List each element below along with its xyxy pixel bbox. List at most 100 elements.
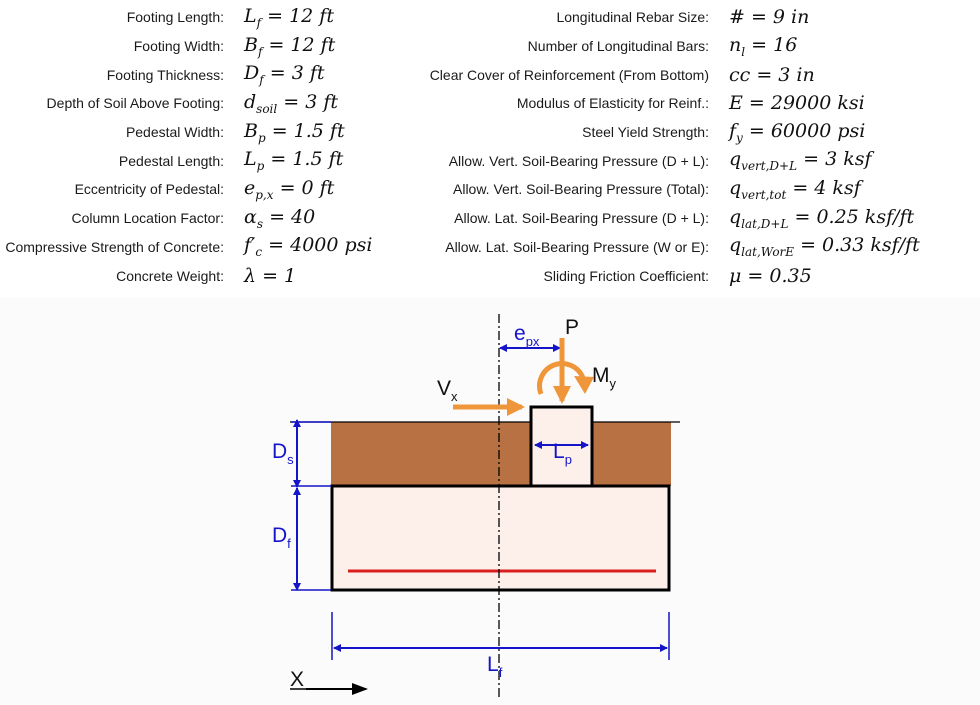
parameter-equation: qvert,D+L = 3 ksf — [729, 148, 872, 173]
parameter-value: = 1.5 ft — [271, 119, 345, 142]
parameter-subscript: l — [741, 44, 746, 59]
parameter-symbol: q — [729, 177, 742, 200]
parameter-equation: nl = 16 — [729, 34, 797, 59]
parameter-value: = 16 — [751, 33, 798, 56]
parameter-symbol: B — [244, 119, 258, 142]
parameter-equation: cc = 3 in — [729, 64, 815, 86]
parameter-subscript: p — [256, 159, 265, 174]
my-moment-arc — [537, 361, 586, 395]
lf-label: Lf — [487, 653, 503, 680]
parameter-value: = 1.5 ft — [270, 148, 344, 171]
parameter-subscript: s — [256, 216, 264, 231]
parameter-value: = 3 in — [756, 63, 815, 86]
parameter-symbol: E — [729, 92, 743, 115]
parameter-label: Allow. Lat. Soil-Bearing Pressure (W or … — [445, 238, 709, 255]
parameter-row-pedestal-length: Pedestal Length: Lp = 1.5 ft — [0, 146, 420, 175]
parameter-symbol: μ — [729, 264, 742, 287]
parameter-value: = 4 ksf — [792, 177, 861, 200]
footing-diagram: P Vx My epx Lp Ds Df Lf X — [0, 298, 980, 705]
parameter-label: Modulus of Elasticity for Reinf.: — [516, 95, 709, 112]
x-axis-label: X — [290, 668, 304, 691]
parameter-equation: qlat,D+L = 0.25 ksf/ft — [729, 206, 914, 231]
parameter-value: = 3 ksf — [803, 148, 872, 171]
parameter-subscript: f — [257, 44, 263, 59]
parameter-symbol: q — [729, 205, 742, 228]
parameter-row-footing-width: Footing Width:Bf = 12 ft — [0, 32, 420, 61]
parameter-row-pedestal-width: Pedestal Width: Bp = 1.5 ft — [0, 118, 420, 147]
parameter-subscript: vert,D+L — [741, 159, 798, 174]
parameter-value: = 60000 psi — [748, 119, 866, 142]
parameter-row-footing-thickness: Footing Thickness:Df = 3 ft — [0, 60, 420, 89]
parameter-subscript: soil — [256, 101, 278, 116]
footing-slab — [330, 484, 671, 592]
parameter-row-compressive-strength-of-concrete: Compressive Strength of Concrete:f′c = 4… — [0, 233, 420, 262]
parameter-row-steel-yield-strength: Steel Yield Strength: fy = 60000 psi — [418, 118, 980, 147]
parameter-row-allow-vert-soil-bearing-pressure-d-l: Allow. Vert. Soil-Bearing Pressure (D + … — [418, 146, 980, 175]
parameter-label: Pedestal Width: — [125, 124, 224, 141]
parameter-equation: qlat,WorE = 0.33 ksf/ft — [729, 234, 920, 259]
parameter-symbol: q — [729, 148, 742, 171]
parameter-equation: λ = 1 — [244, 265, 296, 287]
parameter-subscript: p — [257, 130, 266, 145]
parameter-row-allow-vert-soil-bearing-pressure-total: Allow. Vert. Soil-Bearing Pressure (Tota… — [418, 175, 980, 204]
parameter-symbol: n — [729, 33, 742, 56]
parameter-symbol: λ — [244, 264, 257, 287]
parameter-label: Eccentricity of Pedestal: — [74, 181, 224, 198]
parameter-equation: dsoil = 3 ft — [244, 91, 338, 116]
parameter-row-sliding-friction-coefficient: Sliding Friction Coefficient: μ = 0.35 — [418, 261, 980, 290]
parameter-label: Pedestal Length: — [118, 152, 224, 169]
parameter-label: Steel Yield Strength: — [582, 124, 709, 141]
parameter-equation: Bf = 12 ft — [244, 34, 335, 59]
parameter-value: = 0.33 ksf/ft — [800, 234, 920, 257]
parameter-symbol: f — [729, 119, 737, 142]
parameter-subscript: p,x — [255, 187, 274, 202]
parameter-subscript: f — [256, 15, 262, 30]
parameter-equation: ep,x = 0 ft — [244, 177, 334, 202]
parameter-value: = 40 — [269, 205, 316, 228]
parameter-row-allow-lat-soil-bearing-pressure-d-l: Allow. Lat. Soil-Bearing Pressure (D + L… — [418, 204, 980, 233]
parameter-value: = 0.25 ksf/ft — [794, 205, 915, 228]
parameter-row-longitudinal-rebar-size: Longitudinal Rebar Size:# = 9 in — [418, 3, 980, 32]
parameter-equation: αs = 40 — [244, 206, 315, 231]
parameter-row-number-of-longitudinal-bars: Number of Longitudinal Bars:nl = 16 — [418, 32, 980, 61]
parameter-symbol: L — [244, 148, 257, 171]
parameter-row-allow-lat-soil-bearing-pressure-w-or-e: Allow. Lat. Soil-Bearing Pressure (W or … — [418, 233, 980, 262]
parameter-subscript: y — [736, 130, 743, 145]
parameter-row-eccentricity-of-pedestal: Eccentricity of Pedestal: ep,x = 0 ft — [0, 175, 420, 204]
parameter-equation: Lp = 1.5 ft — [244, 148, 343, 173]
soil-layer — [331, 422, 671, 486]
parameter-label: Footing Length: — [126, 9, 224, 26]
parameter-subscript: lat,WorE — [741, 245, 795, 260]
parameter-symbol: e — [244, 177, 256, 200]
parameter-symbol: α — [244, 205, 257, 228]
parameter-value: = 3 ft — [269, 62, 325, 85]
parameter-symbol: B — [244, 33, 258, 56]
footing-diagram-svg: P Vx My epx Lp Ds Df Lf X — [272, 314, 680, 698]
parameter-value: = 0.35 — [747, 264, 812, 287]
parameter-label: Footing Thickness: — [106, 66, 224, 83]
parameter-label: Sliding Friction Coefficient: — [543, 267, 709, 284]
epx-label: epx — [514, 322, 540, 349]
parameter-symbol: # — [729, 6, 745, 29]
parameter-equation: Bp = 1.5 ft — [244, 120, 345, 145]
parameter-equation: Lf = 12 ft — [244, 5, 334, 30]
parameter-equation: fy = 60000 psi — [729, 120, 865, 145]
parameter-equation: f′c = 4000 psi — [244, 234, 372, 259]
parameter-symbol: cc — [729, 63, 751, 86]
parameter-subscript: c — [255, 245, 263, 260]
lp-label: Lp — [553, 440, 572, 467]
vx-label: Vx — [437, 377, 458, 404]
parameter-row-concrete-weight: Concrete Weight: λ = 1 — [0, 261, 420, 290]
parameter-symbol: d — [244, 91, 257, 113]
parameter-label: Concrete Weight: — [116, 267, 224, 284]
parameter-equation: # = 9 in — [729, 6, 809, 28]
ds-label: Ds — [272, 440, 294, 467]
parameter-symbol: D — [244, 62, 260, 85]
parameter-label: Allow. Lat. Soil-Bearing Pressure (D + L… — [454, 210, 709, 227]
parameter-symbol: q — [729, 234, 742, 257]
parameter-subscript: vert,tot — [741, 187, 787, 202]
parameter-equation: μ = 0.35 — [729, 265, 812, 287]
